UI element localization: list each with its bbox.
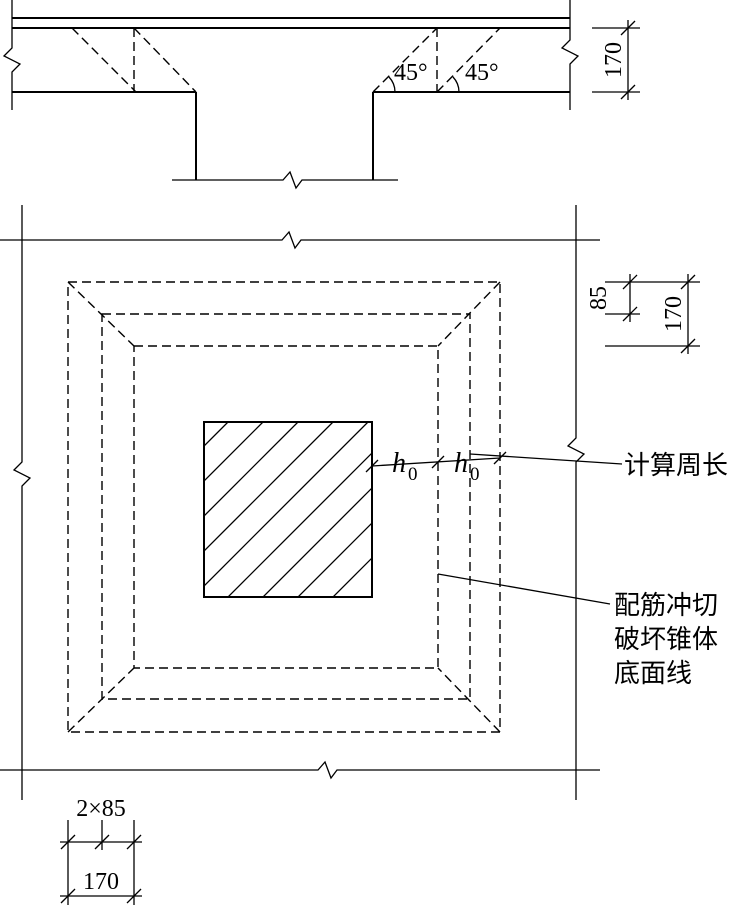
angle-arc-left — [388, 76, 396, 93]
section-view: 45° 45° 170 — [2, 0, 640, 190]
column-section — [203, 421, 373, 598]
cone-line-right-outer — [436, 27, 501, 93]
corner-diagonal-tr — [437, 281, 501, 347]
cone-label-line3: 底面线 — [614, 659, 692, 689]
perimeter-leader — [469, 453, 623, 465]
plan-view: h 0 h 0 计算周长 配筋冲切 破坏锥体 底面线 85 170 — [0, 205, 728, 905]
offset-dimension-right: 85 170 — [586, 274, 700, 354]
bottom-dim-170: 170 — [83, 869, 119, 895]
cone-label-line1: 配筋冲切 — [614, 591, 718, 621]
slab-thickness-label: 170 — [601, 42, 627, 78]
bottom-dim-2x85: 2×85 — [76, 796, 126, 822]
angle-label-left: 45° — [394, 60, 428, 86]
cone-label-line2: 破坏锥体 — [614, 625, 718, 655]
slab-thickness-dimension: 170 — [592, 20, 640, 100]
angle-arc-right — [452, 76, 460, 93]
h0-sub-1: 0 — [408, 464, 418, 485]
h0-sub-2: 0 — [470, 464, 480, 485]
angle-label-right: 45° — [465, 60, 499, 86]
spacing-dimension-bottom: 2×85 170 — [60, 796, 142, 905]
h0-dimension: h 0 h 0 — [365, 448, 507, 485]
inner-dashed-perimeter — [133, 345, 439, 669]
corner-diagonal-tl — [67, 281, 135, 347]
slab-break-left — [2, 0, 22, 110]
h0-label-2: h — [454, 448, 468, 479]
plan-left-break — [12, 205, 32, 800]
plan-bottom-break — [0, 760, 600, 780]
offset-170-label: 170 — [661, 296, 687, 332]
corner-diagonal-bl — [67, 667, 135, 733]
cone-line-left-outer — [71, 27, 137, 93]
perimeter-label: 计算周长 — [624, 451, 728, 481]
plan-top-break — [0, 230, 600, 250]
column-hatching — [204, 422, 372, 597]
outer-dashed-perimeter — [67, 281, 501, 733]
slab-break-right — [560, 0, 580, 110]
column-break-line — [172, 170, 398, 190]
h0-label-1: h — [392, 448, 406, 479]
cone-leader — [437, 573, 611, 605]
corner-diagonal-br — [437, 667, 501, 733]
plan-right-break — [566, 205, 586, 800]
cone-line-left-inner — [133, 27, 197, 93]
middle-dashed-perimeter — [101, 313, 471, 700]
offset-85-label: 85 — [586, 286, 612, 310]
cone-line-right-inner — [372, 27, 438, 93]
